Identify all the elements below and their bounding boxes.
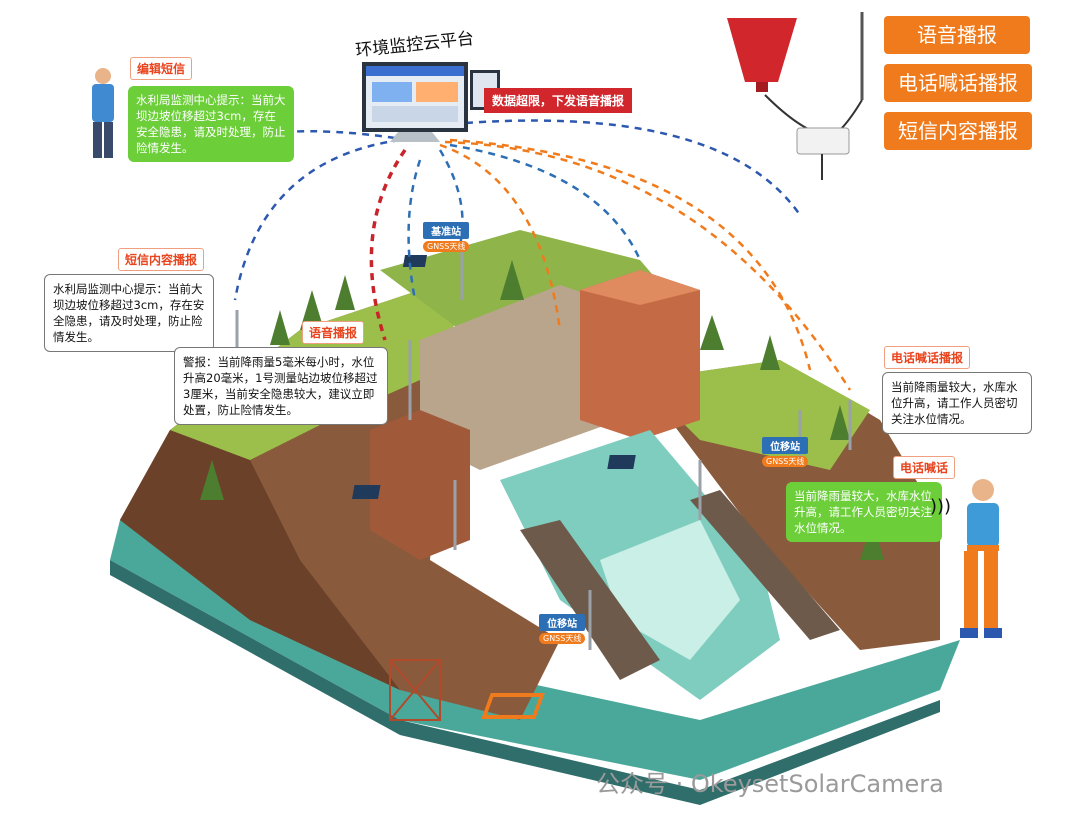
dam-building <box>420 285 620 470</box>
edit-sms-tag: 编辑短信 <box>130 57 193 80</box>
data-alert-banner: 数据超限，下发语音播报 <box>484 88 633 113</box>
displacement-station-bottom-group: 位移站 GNSS天线 <box>539 614 586 644</box>
displacement-station-right-group: 位移站 GNSS天线 <box>762 437 809 467</box>
arc-blue-left <box>233 138 401 301</box>
tower <box>580 270 700 440</box>
displacement-station-bottom-gnss: GNSS天线 <box>539 633 586 644</box>
voice-broadcast-tag: 语音播报 <box>302 321 365 344</box>
scaffold <box>389 659 441 721</box>
edit-sms-message: 水利局监测中心提示：当前大坝边坡位移超过3cm，存在安全隐患，请及时处理，防止险… <box>128 86 294 162</box>
monitor-screen <box>362 62 500 142</box>
arc-blue-b1 <box>407 159 422 301</box>
watermark: 公众号 · OkeysetSolarCamera <box>596 770 944 798</box>
voice-broadcast-message: 警报：当前降雨量5毫米每小时，水位升高20毫米，1号测量站边坡位移超过3厘米，当… <box>174 347 388 425</box>
phone-broadcast-button[interactable]: 电话喊话播报 <box>884 64 1032 102</box>
base-station-label: 基准站 <box>423 222 470 239</box>
sound-wave-icon: ))) <box>930 496 952 517</box>
horn-speaker <box>727 18 797 92</box>
arc-orange-2 <box>449 138 812 371</box>
sms-broadcast-message: 水利局监测中心提示：当前大坝边坡位移超过3cm，存在安全隐患，请及时处理，防止险… <box>44 274 214 352</box>
voice-broadcast-button[interactable]: 语音播报 <box>884 16 1030 54</box>
arc-blue-right <box>439 119 802 216</box>
displacement-station-right-label: 位移站 <box>762 437 809 454</box>
tower-top <box>580 270 700 305</box>
river-water <box>110 520 960 780</box>
phone-call-tag: 电话喊话 <box>893 456 956 479</box>
person-right-figure <box>960 479 1002 638</box>
displacement-station-right-gnss: GNSS天线 <box>762 456 809 467</box>
sms-broadcast-button[interactable]: 短信内容播报 <box>884 112 1032 150</box>
arc-orange-3 <box>444 140 852 391</box>
phone-broadcast-message: 当前降雨量较大，水库水位升高，请工作人员密切关注水位情况。 <box>882 372 1032 434</box>
left-cliff-shade <box>120 430 400 690</box>
base-station-label-group: 基准站 GNSS天线 <box>423 222 470 252</box>
trees <box>200 260 884 560</box>
arc-orange-1 <box>439 143 562 331</box>
arc-red <box>369 149 407 341</box>
dam-building-side <box>370 410 470 560</box>
displacement-station-bottom-label: 位移站 <box>539 614 586 631</box>
phone-call-message: 当前降雨量较大，水库水位升高，请工作人员密切关注水位情况。 <box>786 482 942 542</box>
sms-broadcast-tag: 短信内容播报 <box>118 248 205 271</box>
right-stair <box>690 490 840 640</box>
phone-broadcast-tag: 电话喊话播报 <box>884 346 971 369</box>
person-left-figure <box>92 68 114 158</box>
controller-device <box>764 12 864 180</box>
buoy-marker <box>481 693 545 719</box>
base-station-gnss: GNSS天线 <box>423 241 470 252</box>
river-bank <box>110 560 940 805</box>
arc-blue-b2 <box>438 149 464 246</box>
